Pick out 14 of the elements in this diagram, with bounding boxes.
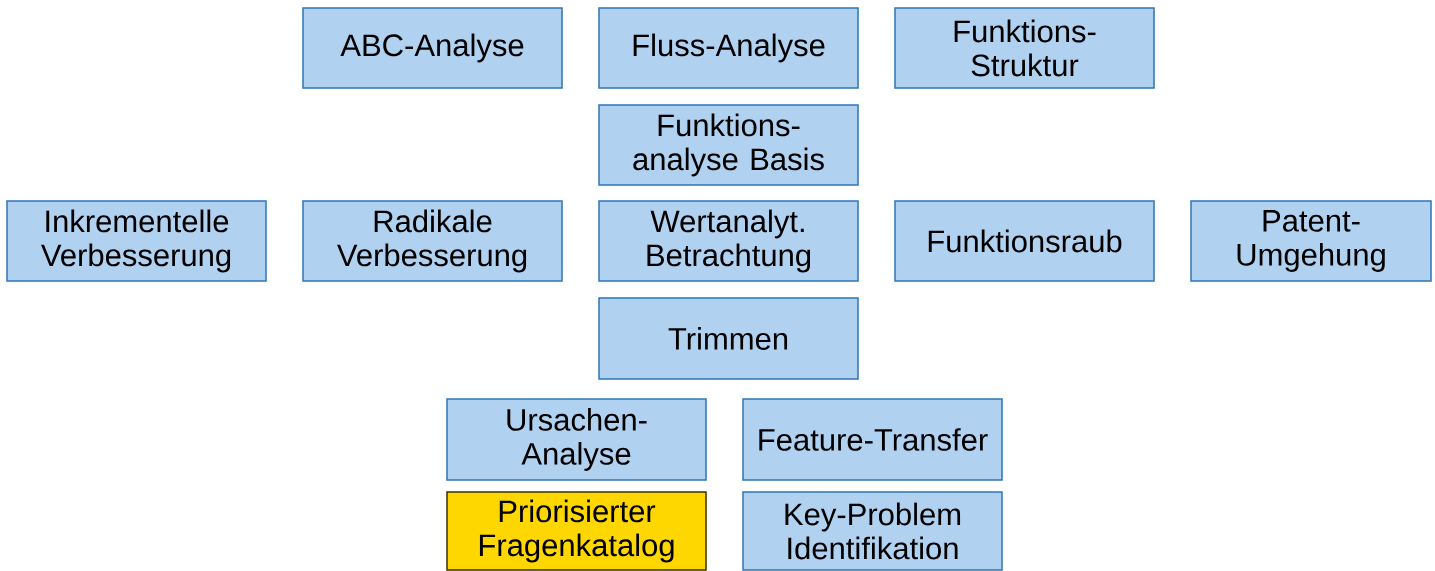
process-box: Funktions-Struktur <box>894 7 1155 89</box>
process-box: Key-Problem Identifikation <box>742 491 1003 571</box>
process-box: Wertanalyt. Betrachtung <box>598 200 859 282</box>
process-box: Feature-Transfer <box>742 398 1003 481</box>
process-box: Inkrementelle Verbesserung <box>6 200 267 282</box>
process-box: Funktions-analyse Basis <box>598 104 859 186</box>
process-box: ABC-Analyse <box>302 7 563 89</box>
process-box: Ursachen-Analyse <box>446 398 707 481</box>
process-box: Patent-Umgehung <box>1190 200 1432 282</box>
process-box: Trimmen <box>598 297 859 380</box>
process-box: Funktionsraub <box>894 200 1155 282</box>
process-box: Fluss-Analyse <box>598 7 859 89</box>
highlighted-box: Priorisierter Fragenkatalog <box>446 491 707 571</box>
process-box: Radikale Verbesserung <box>302 200 563 282</box>
